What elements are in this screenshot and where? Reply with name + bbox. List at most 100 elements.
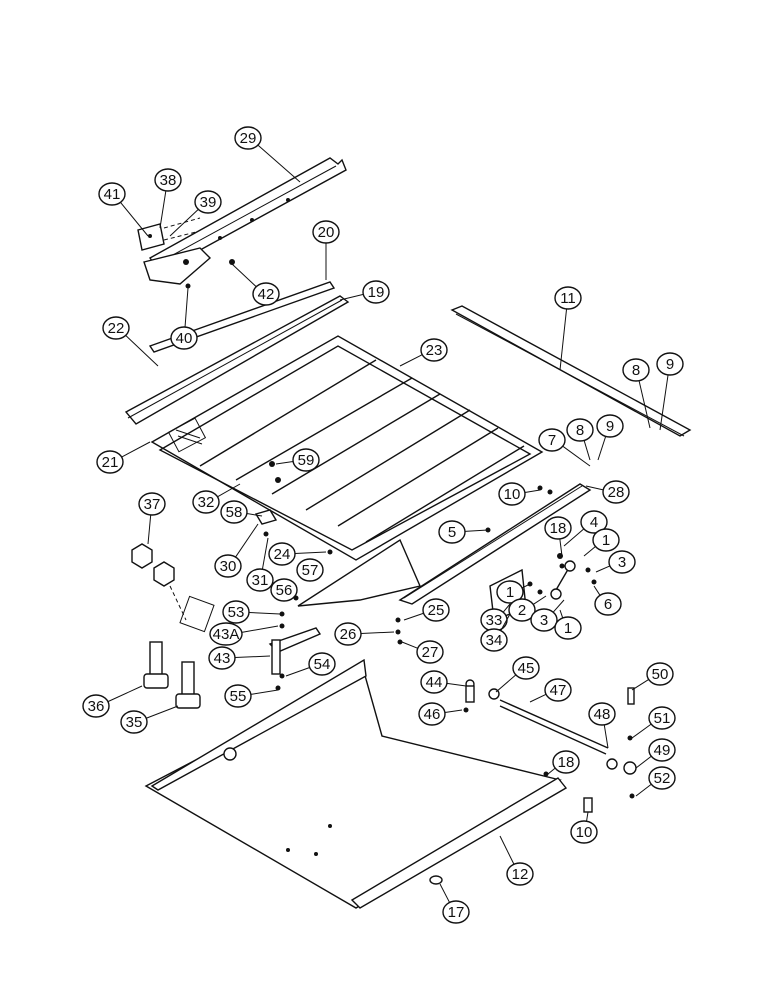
callout-59: 59: [275, 448, 320, 472]
callout-57: 57: [296, 558, 324, 582]
callout-44: 44: [420, 670, 467, 694]
callout-bubble: [544, 516, 572, 540]
callout-25: 25: [403, 598, 450, 622]
callout-label: 22: [108, 320, 125, 337]
leader-line: [169, 208, 199, 237]
callout-6: 6: [593, 585, 622, 616]
bolt-35: [175, 661, 201, 709]
leader-line: [464, 529, 489, 532]
leader-line: [248, 612, 281, 615]
callout-38: 38: [154, 168, 182, 229]
callout-bubble: [208, 646, 236, 670]
leader-line: [246, 513, 263, 517]
callout-bubble: [312, 220, 340, 244]
callout-bubble: [154, 168, 182, 192]
callout-bubble: [220, 500, 248, 524]
leader-line: [597, 436, 607, 461]
callout-bubble: [420, 338, 448, 362]
callout-label: 55: [230, 688, 247, 705]
callout-22: 22: [102, 316, 159, 367]
callout-3: 3: [530, 599, 565, 632]
callout-bubble: [418, 702, 446, 726]
leader-line: [495, 674, 517, 693]
callout-2: 2: [508, 595, 547, 622]
callout-label: 23: [426, 342, 443, 359]
callout-28: 28: [585, 480, 630, 504]
callout-label: 27: [422, 644, 439, 661]
callout-bubble: [270, 578, 298, 602]
callout-bubble: [508, 598, 536, 622]
callout-bubble: [570, 820, 598, 844]
leader-line: [659, 374, 669, 431]
bar-19: [124, 295, 350, 425]
callout-bubble: [138, 492, 166, 516]
callout-bubble: [96, 450, 124, 474]
callout-bubble: [416, 640, 444, 664]
callout-label: 31: [252, 572, 269, 589]
leader-line: [583, 546, 596, 557]
callout-bubble: [648, 738, 676, 762]
callout-bubble: [594, 592, 622, 616]
callout-label: 35: [126, 714, 143, 731]
callout-label: 49: [654, 742, 671, 759]
callout-label: 2: [518, 602, 526, 619]
leader-line: [399, 354, 423, 367]
leader-line: [275, 460, 294, 465]
callout-33: 33: [480, 603, 511, 632]
callout-36: 36: [82, 685, 143, 718]
leader-line: [500, 613, 511, 631]
callout-9: 9: [596, 414, 624, 461]
callout-bubble: [120, 710, 148, 734]
rod-47: [463, 679, 637, 813]
callout-27: 27: [401, 640, 444, 664]
callout-1: 1: [583, 528, 620, 557]
callout-label: 6: [604, 596, 612, 613]
callout-label: 34: [486, 632, 503, 649]
callout-8: 8: [566, 418, 594, 461]
callout-label: 32: [198, 494, 215, 511]
leader-line: [147, 514, 152, 545]
callout-label: 53: [228, 604, 245, 621]
callout-23: 23: [399, 338, 448, 367]
callout-1: 1: [496, 580, 531, 604]
callout-56: 56: [270, 578, 298, 602]
callout-40: 40: [170, 287, 198, 350]
rail-29: [143, 157, 347, 285]
callout-bubble: [209, 622, 243, 646]
callout-label: 42: [258, 286, 275, 303]
callout-label: 48: [594, 706, 611, 723]
leader-line: [586, 811, 589, 822]
callout-bubble: [554, 286, 582, 310]
callout-50: 50: [631, 662, 674, 691]
callout-bubble: [544, 678, 572, 702]
leader-line: [583, 440, 591, 461]
callout-label: 26: [340, 626, 357, 643]
bolt-36: [143, 641, 169, 689]
leader-line: [401, 641, 418, 649]
callout-label: 1: [506, 584, 514, 601]
leader-line: [146, 705, 179, 719]
callout-bubble: [656, 352, 684, 376]
callout-label: 28: [608, 484, 625, 501]
callout-bubble: [192, 490, 220, 514]
callout-label: 9: [606, 418, 614, 435]
callout-label: 12: [512, 866, 529, 883]
callout-bubble: [442, 900, 470, 924]
callout-label: 44: [426, 674, 443, 691]
callout-bubble: [480, 628, 508, 652]
callout-bubble: [362, 280, 390, 304]
callout-5: 5: [438, 520, 489, 544]
leader-line: [521, 583, 531, 589]
callout-label: 25: [428, 602, 445, 619]
leader-line: [559, 538, 563, 557]
callout-bubble: [622, 358, 650, 382]
callout-label: 43A: [213, 626, 240, 643]
callout-20: 20: [312, 220, 340, 280]
callout-bubble: [224, 684, 252, 708]
callout-bubble: [268, 542, 296, 566]
leader-line: [241, 625, 279, 633]
callout-label: 9: [666, 356, 674, 373]
callout-bubble: [552, 750, 580, 774]
callout-bubble: [438, 520, 466, 544]
callout-35: 35: [120, 705, 179, 734]
